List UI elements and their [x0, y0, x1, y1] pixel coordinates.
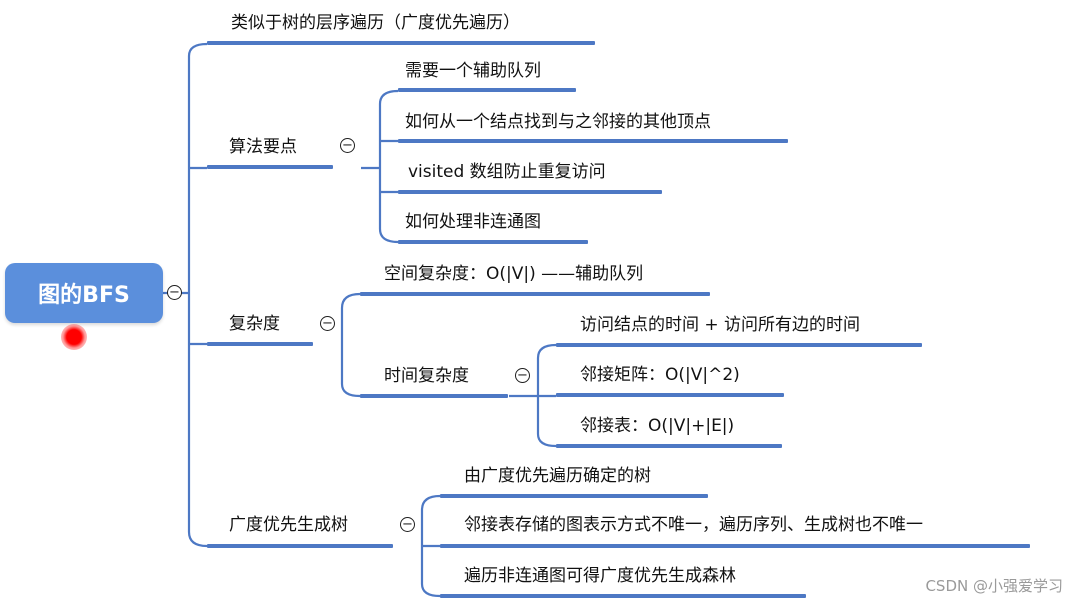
node-n2d[interactable]: 如何处理非连通图: [405, 212, 541, 232]
node-n3[interactable]: 复杂度: [229, 314, 280, 334]
node-n1[interactable]: 类似于树的层序遍历（广度优先遍历）: [231, 13, 520, 33]
collapse-button-n4[interactable]: −: [400, 517, 415, 532]
collapse-button-n3[interactable]: −: [320, 316, 335, 331]
node-n3a[interactable]: 空间复杂度：O(|V|) ——辅助队列: [384, 264, 644, 284]
node-n3b2[interactable]: 邻接矩阵：O(|V|^2): [580, 365, 740, 385]
watermark: CSDN @小强爱学习: [925, 577, 1063, 595]
minus-icon: −: [169, 285, 180, 300]
underline-n4c: [440, 594, 806, 598]
underline-n2d: [398, 240, 588, 244]
connector-n4: [187, 531, 208, 548]
underline-n3b3: [556, 444, 782, 448]
connector-n3b-children: [536, 343, 557, 448]
underline-n2b: [398, 139, 788, 143]
node-n3b[interactable]: 时间复杂度: [384, 366, 469, 386]
root-label: 图的BFS: [38, 283, 130, 308]
collapse-button-n2[interactable]: −: [340, 138, 355, 153]
underline-n1: [207, 41, 595, 45]
minus-icon: −: [402, 517, 413, 532]
connector-n1: [187, 42, 208, 57]
underline-n3b1: [556, 343, 922, 347]
connector-n2-children: [378, 89, 399, 244]
underline-n4a: [440, 494, 708, 498]
node-n3b1[interactable]: 访问结点的时间 + 访问所有边的时间: [580, 315, 861, 335]
root-node[interactable]: 图的BFS: [5, 263, 163, 323]
underline-n4b: [440, 544, 1030, 548]
underline-n3b2: [556, 393, 784, 397]
node-n4[interactable]: 广度优先生成树: [229, 515, 348, 535]
node-n2[interactable]: 算法要点: [229, 137, 297, 157]
collapse-button-root[interactable]: −: [167, 285, 182, 300]
underline-n2c: [398, 190, 662, 194]
connector-n4-children: [420, 494, 441, 598]
minus-icon: −: [517, 368, 528, 383]
node-n4a[interactable]: 由广度优先遍历确定的树: [464, 466, 651, 486]
underline-n4: [207, 544, 393, 548]
node-n2b[interactable]: 如何从一个结点找到与之邻接的其他顶点: [405, 112, 711, 132]
underline-n3: [207, 342, 313, 346]
pointer-cursor-icon: [61, 324, 87, 350]
node-n2a[interactable]: 需要一个辅助队列: [405, 61, 541, 81]
underline-n2: [207, 165, 333, 169]
underline-n3a: [360, 292, 710, 296]
underline-n2a: [398, 88, 576, 92]
connector-n3-children: [340, 292, 361, 398]
node-n2c[interactable]: visited 数组防止重复访问: [408, 162, 606, 182]
collapse-button-n3b[interactable]: −: [515, 368, 530, 383]
minus-icon: −: [342, 138, 353, 153]
minus-icon: −: [322, 316, 333, 331]
node-n4b[interactable]: 邻接表存储的图表示方式不唯一，遍历序列、生成树也不唯一: [464, 515, 923, 535]
node-n3b3[interactable]: 邻接表：O(|V|+|E|): [580, 416, 735, 436]
node-n4c[interactable]: 遍历非连通图可得广度优先生成森林: [464, 566, 736, 586]
underline-n3b: [360, 394, 508, 398]
